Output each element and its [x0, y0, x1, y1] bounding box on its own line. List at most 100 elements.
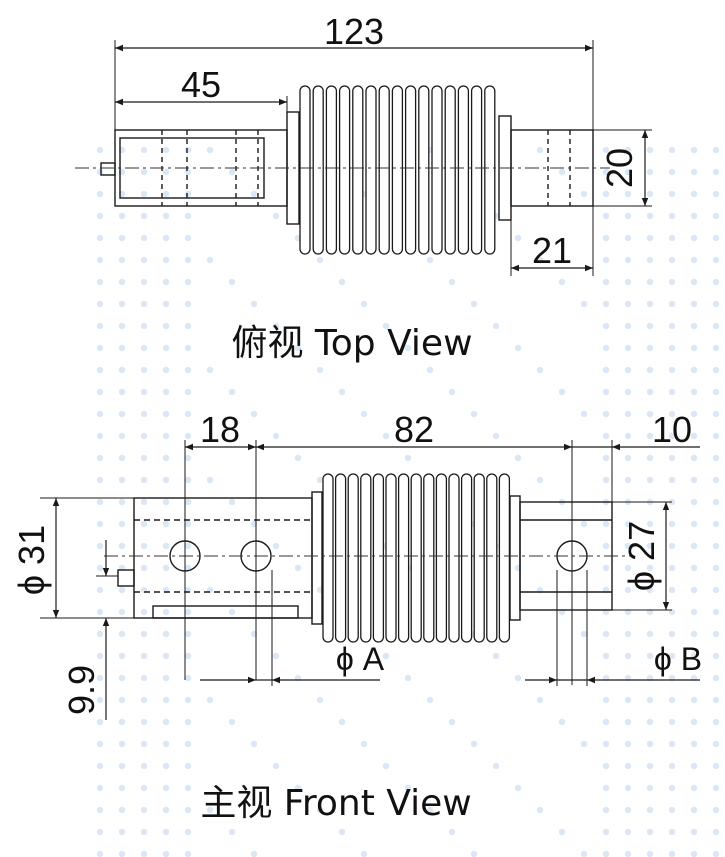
bg-dot	[162, 344, 170, 352]
bg-dot	[536, 696, 544, 704]
bg-dot	[602, 564, 610, 572]
bg-dot	[140, 806, 148, 814]
bg-dot	[536, 256, 544, 264]
bg-dot	[690, 366, 698, 374]
bg-dot	[162, 696, 170, 704]
bg-dot	[668, 828, 676, 836]
bg-dot	[668, 256, 676, 264]
bg-dot	[690, 740, 698, 748]
bg-dot	[580, 850, 588, 857]
top-bellows-rib	[365, 85, 377, 255]
bg-dot	[690, 586, 698, 594]
bg-dot	[118, 806, 126, 814]
bg-dot	[580, 740, 588, 748]
bg-dot	[426, 696, 434, 704]
top-left-inner-slot	[119, 137, 265, 199]
front-view-caption: 主视 Front View	[200, 783, 471, 824]
bg-dot	[162, 630, 170, 638]
bg-dot	[646, 190, 654, 198]
bg-dot	[690, 806, 698, 814]
bg-dot	[602, 762, 610, 770]
bg-dot	[624, 784, 632, 792]
bg-dot	[140, 652, 148, 660]
front-bellows-rib	[360, 473, 372, 643]
bg-dot	[250, 740, 258, 748]
bg-dot	[690, 696, 698, 704]
bg-dot	[690, 850, 698, 857]
bg-dot	[96, 718, 104, 726]
bg-dot	[250, 300, 258, 308]
bg-dot	[118, 234, 126, 242]
bg-dot	[690, 476, 698, 484]
bg-dot	[96, 300, 104, 308]
bg-dot	[140, 168, 148, 176]
bg-dot	[162, 718, 170, 726]
bg-dot	[448, 828, 456, 836]
bg-dot	[162, 542, 170, 550]
bg-dot	[118, 256, 126, 264]
bg-dot	[228, 718, 236, 726]
bg-dot	[360, 300, 368, 308]
bg-dot	[96, 806, 104, 814]
bg-dot	[668, 806, 676, 814]
front-bellows-rib	[410, 473, 422, 643]
bg-dot	[184, 828, 192, 836]
bg-dot	[558, 168, 566, 176]
bg-dot	[514, 454, 522, 462]
top-bellows-rib	[352, 85, 364, 255]
bg-dot	[382, 762, 390, 770]
bg-dot	[602, 146, 610, 154]
bg-dot	[118, 520, 126, 528]
bg-dot	[140, 828, 148, 836]
bg-dot	[448, 718, 456, 726]
bg-dot	[228, 608, 236, 616]
bg-dot	[162, 564, 170, 572]
bg-dot	[96, 432, 104, 440]
front-bellows-rib	[423, 473, 435, 643]
bg-dot	[602, 476, 610, 484]
bg-dot	[338, 278, 346, 286]
bg-dot	[162, 674, 170, 682]
bg-dot	[162, 784, 170, 792]
bg-dot	[96, 784, 104, 792]
bg-dot	[624, 146, 632, 154]
bg-dot	[624, 344, 632, 352]
bg-dot	[96, 168, 104, 176]
bg-dot	[162, 608, 170, 616]
bg-dot	[646, 366, 654, 374]
top-bellows-rib	[299, 85, 311, 255]
bg-dot	[118, 586, 126, 594]
bg-dot	[624, 476, 632, 484]
bg-dot	[646, 212, 654, 220]
bg-dot	[118, 410, 126, 418]
bg-dot	[536, 366, 544, 374]
bg-dot	[624, 212, 632, 220]
bg-dot	[624, 740, 632, 748]
dim-20-label: 20	[599, 148, 640, 188]
bg-dot	[272, 762, 280, 770]
bg-dot	[712, 234, 720, 242]
bg-dot	[712, 278, 720, 286]
bg-dot	[184, 388, 192, 396]
bg-dot	[646, 784, 654, 792]
bg-dot	[712, 784, 720, 792]
bg-dot	[712, 850, 720, 857]
bg-dot	[118, 212, 126, 220]
bg-dot	[712, 520, 720, 528]
bg-dot	[184, 762, 192, 770]
dim-10-label: 10	[652, 409, 692, 450]
bg-dot	[602, 278, 610, 286]
bg-dot	[96, 762, 104, 770]
bg-dot	[580, 520, 588, 528]
front-left-block	[133, 497, 313, 619]
front-bellows-rib	[473, 473, 485, 643]
front-bellows	[322, 473, 511, 643]
bg-dot	[624, 762, 632, 770]
bg-dot	[712, 146, 720, 154]
bg-dot	[690, 432, 698, 440]
bg-dot	[712, 608, 720, 616]
bg-dot	[646, 454, 654, 462]
bg-dot	[646, 168, 654, 176]
bg-dot	[624, 806, 632, 814]
